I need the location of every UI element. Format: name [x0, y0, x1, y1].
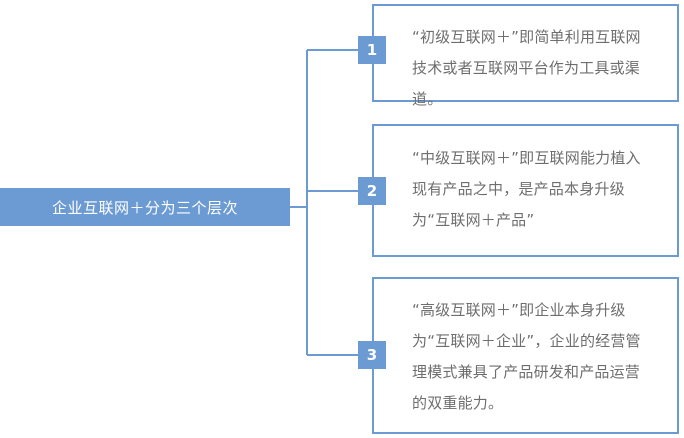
branch-badge-2-number: 2 — [366, 182, 378, 200]
branch-text-1: “初级互联网＋”即简单利用互联网技术或者互联网平台作为工具或渠道。 — [412, 28, 641, 108]
branch-box-3[interactable]: “高级互联网＋”即企业本身升级为“互联网＋企业”，企业的经营管理模式兼具了产品研… — [372, 277, 679, 434]
branch-badge-3[interactable]: 3 — [358, 341, 386, 369]
branch-badge-2[interactable]: 2 — [358, 177, 386, 205]
branch-badge-3-number: 3 — [366, 346, 378, 364]
branch-box-2[interactable]: “中级互联网＋”即互联网能力植入现有产品之中，是产品本身升级为“互联网＋产品” — [372, 124, 679, 257]
root-node-bar[interactable]: 企业互联网＋分为三个层次 — [0, 188, 290, 226]
branch-box-1[interactable]: “初级互联网＋”即简单利用互联网技术或者互联网平台作为工具或渠道。 — [372, 4, 679, 108]
branch-badge-1-number: 1 — [366, 41, 378, 59]
branch-text-3: “高级互联网＋”即企业本身升级为“互联网＋企业”，企业的经营管理模式兼具了产品研… — [412, 301, 641, 412]
branch-text-2: “中级互联网＋”即互联网能力植入现有产品之中，是产品本身升级为“互联网＋产品” — [412, 149, 641, 229]
branch-badge-1[interactable]: 1 — [358, 36, 386, 64]
root-node-label: 企业互联网＋分为三个层次 — [51, 198, 238, 217]
